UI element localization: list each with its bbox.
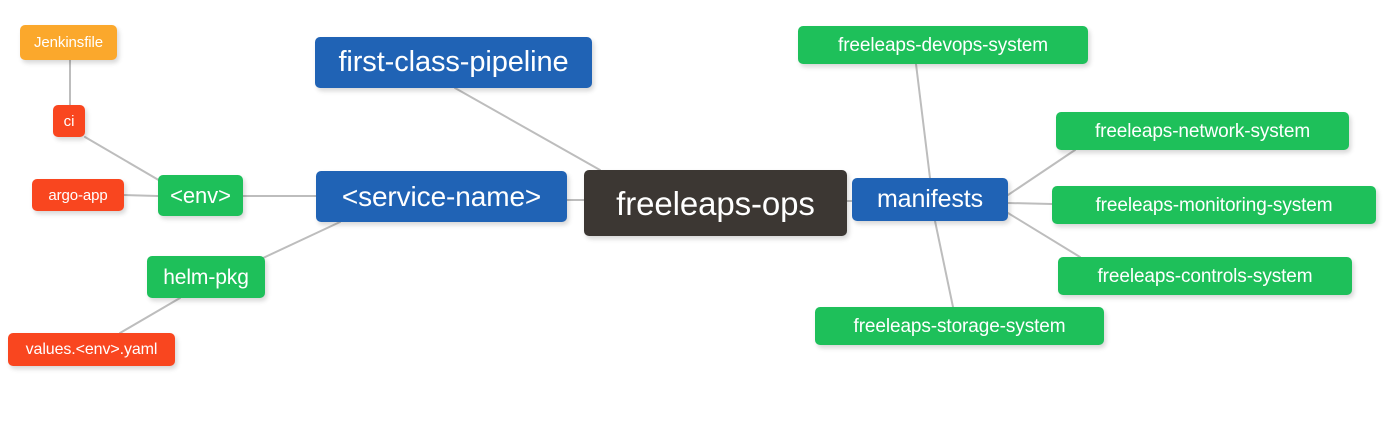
node-label-storage-system: freeleaps-storage-system xyxy=(853,315,1066,337)
node-label-argo-app: argo-app xyxy=(48,186,108,204)
edge-values-env-yaml-to-helm-pkg xyxy=(119,297,181,334)
node-ci[interactable]: ci xyxy=(53,105,85,137)
node-label-env: <env> xyxy=(170,182,231,208)
node-label-jenkinsfile: Jenkinsfile xyxy=(34,34,103,51)
node-network-system[interactable]: freeleaps-network-system xyxy=(1056,112,1349,150)
node-service-name[interactable]: <service-name> xyxy=(316,171,567,222)
edge-ci-to-env xyxy=(84,136,163,183)
node-label-first-class-pipeline: first-class-pipeline xyxy=(338,46,569,78)
edge-argo-app-to-env xyxy=(123,194,159,197)
node-jenkinsfile[interactable]: Jenkinsfile xyxy=(20,25,117,60)
node-label-ci: ci xyxy=(63,112,75,130)
node-label-values-env-yaml: values.<env>.yaml xyxy=(25,340,158,358)
edge-manifests-to-storage-system xyxy=(934,220,954,308)
node-label-devops-system: freeleaps-devops-system xyxy=(838,34,1048,56)
node-label-network-system: freeleaps-network-system xyxy=(1094,120,1311,142)
edge-manifests-to-devops-system xyxy=(915,63,931,179)
node-env[interactable]: <env> xyxy=(158,175,243,216)
node-argo-app[interactable]: argo-app xyxy=(32,179,124,211)
node-values-env-yaml[interactable]: values.<env>.yaml xyxy=(8,333,175,366)
edge-manifests-to-monitoring-system xyxy=(1007,202,1053,205)
node-devops-system[interactable]: freeleaps-devops-system xyxy=(798,26,1088,64)
node-controls-system[interactable]: freeleaps-controls-system xyxy=(1058,257,1352,295)
node-label-freeleaps-ops: freeleaps-ops xyxy=(616,184,815,222)
node-label-monitoring-system: freeleaps-monitoring-system xyxy=(1095,194,1333,216)
node-label-controls-system: freeleaps-controls-system xyxy=(1097,265,1313,287)
node-monitoring-system[interactable]: freeleaps-monitoring-system xyxy=(1052,186,1376,224)
node-first-class-pipeline[interactable]: first-class-pipeline xyxy=(315,37,592,88)
node-label-service-name: <service-name> xyxy=(341,180,542,212)
node-label-manifests: manifests xyxy=(876,185,984,213)
node-label-helm-pkg: helm-pkg xyxy=(163,265,249,289)
node-helm-pkg[interactable]: helm-pkg xyxy=(147,256,265,298)
edge-first-class-pipeline-to-freeleaps-ops xyxy=(454,87,601,171)
node-storage-system[interactable]: freeleaps-storage-system xyxy=(815,307,1104,345)
edge-helm-pkg-to-service-name xyxy=(262,221,341,259)
node-freeleaps-ops[interactable]: freeleaps-ops xyxy=(584,170,847,236)
node-manifests[interactable]: manifests xyxy=(852,178,1008,221)
